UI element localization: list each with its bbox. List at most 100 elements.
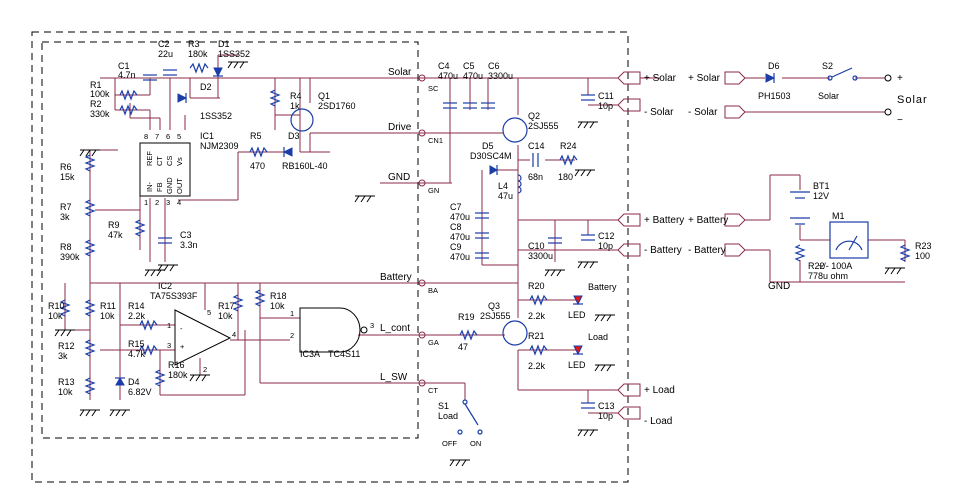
label-r18-ref: R18 [270, 291, 287, 301]
label-r3-value: 180k [188, 49, 208, 59]
label-c8-ref: C8 [450, 222, 462, 232]
label-c4-value: 470u [438, 71, 458, 81]
label-r24-ref: R24 [560, 141, 577, 151]
ic3-pin-1: 1 [290, 309, 294, 318]
label-r20-value: 2.2k [528, 311, 546, 321]
label-r3-ref: R3 [188, 39, 200, 49]
r6-symbol [84, 154, 96, 172]
r1-symbol [119, 89, 138, 101]
ic1-pin-2: 2 [155, 198, 159, 207]
r5-symbol [249, 146, 268, 158]
component-labels: C1 4.7n C2 22u R3 180k D1 1SS352 R1 100k… [48, 39, 932, 421]
ic1-pin-6: 6 [166, 132, 170, 141]
net-l-sw: L_SW [380, 372, 408, 383]
s1-on-label: ON [470, 439, 481, 448]
label-d4-ref: D4 [128, 377, 140, 387]
label-r9-ref: R9 [108, 220, 120, 230]
diode-symbols [115, 67, 776, 386]
label-ic1-ref: IC1 [200, 131, 214, 141]
ic2-pin-5: 5 [207, 308, 211, 317]
label-c1-ref: C1 [118, 61, 130, 71]
net-drive: Drive [388, 122, 412, 133]
port-plus-load: + Load [644, 385, 675, 396]
r18-symbol [254, 289, 266, 307]
label-c12-value: 10p [598, 241, 613, 251]
outer-enclosure [31, 31, 629, 483]
r16-symbol [154, 369, 166, 387]
ic1-pin-4: 4 [177, 198, 181, 207]
r17-symbol [232, 294, 244, 312]
r7-symbol [84, 199, 96, 217]
label-d6-value: PH1503 [758, 91, 791, 101]
net-gnd-ext: GND [768, 281, 790, 292]
port-minus-battery: - Battery [644, 245, 682, 256]
connector-pins [418, 71, 746, 420]
ground-symbols [54, 61, 905, 467]
ext-plus-battery: + Battery [688, 215, 728, 226]
label-c11-value: 10p [598, 101, 613, 111]
ic1-pin-ct: CT [155, 156, 164, 166]
load-led-caption: Load [588, 332, 608, 342]
label-c13-value: 10p [598, 411, 613, 421]
label-r15-ref: R15 [128, 339, 145, 349]
ic2-pin-4: 4 [232, 330, 236, 339]
net-gnd: GND [388, 172, 410, 183]
label-r6-ref: R6 [60, 162, 72, 172]
label-d6-ref: D6 [768, 61, 780, 71]
solar-terminal-label: Solar [897, 94, 928, 106]
label-d3-ref: D3 [288, 131, 300, 141]
solar-terminal-plus: + [897, 73, 903, 84]
label-c5-value: 470u [463, 71, 483, 81]
r21-symbol [529, 344, 548, 356]
label-c6-ref: C6 [488, 61, 500, 71]
label-q1-ref: Q1 [318, 91, 330, 101]
label-r13-value: 10k [58, 387, 73, 397]
label-c2-ref: C2 [158, 39, 170, 49]
ic1-pin-labels: REF CT CS Vs IN- FB GND OUT 8 7 6 5 1 2 … [144, 132, 374, 374]
ic1-pin-vs: Vs [175, 157, 184, 166]
label-c7-ref: C7 [450, 202, 462, 212]
s1-switch-symbol [457, 399, 483, 435]
label-c8-value: 470u [450, 232, 470, 242]
ic1-pin-1: 1 [144, 198, 148, 207]
load-led-label: LED [568, 360, 586, 370]
q1-symbol [290, 108, 314, 132]
port-minus-load: - Load [644, 416, 672, 427]
label-s2-value: Solar [818, 91, 839, 101]
label-d1-value: 1SS352 [218, 49, 250, 59]
r20-symbol [529, 294, 548, 306]
net-battery: Battery [380, 272, 412, 283]
label-c11-ref: C11 [598, 91, 614, 101]
label-c2-value: 22u [158, 49, 173, 59]
label-d3-value: RB160L-40 [282, 161, 328, 171]
capacitor-plates [143, 69, 595, 409]
label-r7-ref: R7 [60, 202, 72, 212]
label-r11-value: 10k [100, 311, 115, 321]
ic1-pin-gnd: GND [165, 177, 174, 194]
q3-symbol [502, 320, 528, 346]
label-r13-ref: R13 [58, 377, 75, 387]
label-r16-value: 180k [168, 370, 188, 380]
s2-switch-symbol [827, 67, 858, 81]
solar-terminal-minus: − [897, 115, 903, 126]
connector-sc: SC [428, 84, 439, 93]
ic1-pin-7: 7 [155, 132, 159, 141]
label-r4-ref: R4 [290, 91, 302, 101]
ext-minus-battery: - Battery [688, 245, 726, 256]
label-ic2-value: TA75S393F [150, 291, 198, 301]
m1-meter-needle [848, 235, 858, 251]
label-r17-ref: R17 [218, 301, 235, 311]
ic3-pin-2: 2 [290, 331, 294, 340]
label-q3-value: 2SJ555 [480, 311, 511, 321]
r22-symbol [794, 244, 806, 262]
label-r4-value: 1k [290, 101, 300, 111]
label-c12-ref: C12 [598, 231, 615, 241]
ic3a-nand-symbol [299, 307, 361, 353]
label-c10-ref: C10 [528, 241, 545, 251]
label-r14-ref: R14 [128, 301, 145, 311]
label-d5-ref: D5 [482, 141, 494, 151]
r10-symbol [59, 299, 71, 317]
ic2-plus-input: + [180, 342, 185, 351]
ic1-pin-3: 3 [166, 198, 170, 207]
label-m1-value: +/- 100A [818, 261, 852, 271]
